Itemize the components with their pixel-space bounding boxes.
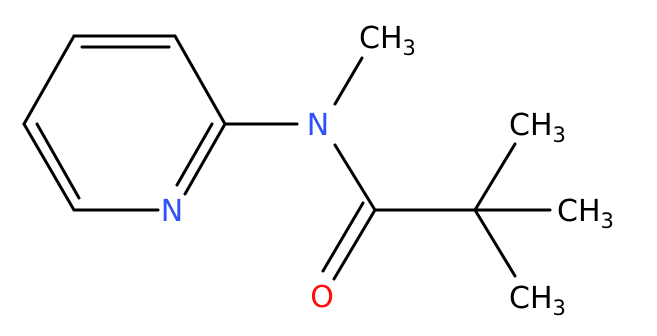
atom-n-amide: N: [307, 108, 329, 143]
bond-ring-5: [22, 122, 76, 212]
bond-ring-6: [22, 34, 76, 126]
atom-ch3-top: CH3: [509, 108, 566, 147]
bond-ring-5-inner: [35, 122, 81, 200]
bond-ring-3-inner: [175, 122, 214, 187]
atom-ch3-right: CH3: [557, 194, 614, 233]
bond-ring-2: [173, 34, 227, 126]
atom-o-carbonyl: O: [310, 280, 334, 315]
bond-q-methyl-bottom: [473, 208, 517, 278]
atom-ch3-bottom: CH3: [509, 281, 566, 320]
bond-n-methyl: [333, 56, 364, 106]
bond-ring-3: [183, 122, 227, 196]
bond-n-carbonyl: [333, 143, 377, 212]
bond-q-methyl-top: [473, 142, 517, 212]
bond-carbonyl-1: [332, 208, 377, 281]
atom-ch3-n: CH3: [359, 21, 416, 60]
bond-carbonyl-2: [321, 201, 365, 273]
atom-n-ring: N: [161, 194, 183, 229]
